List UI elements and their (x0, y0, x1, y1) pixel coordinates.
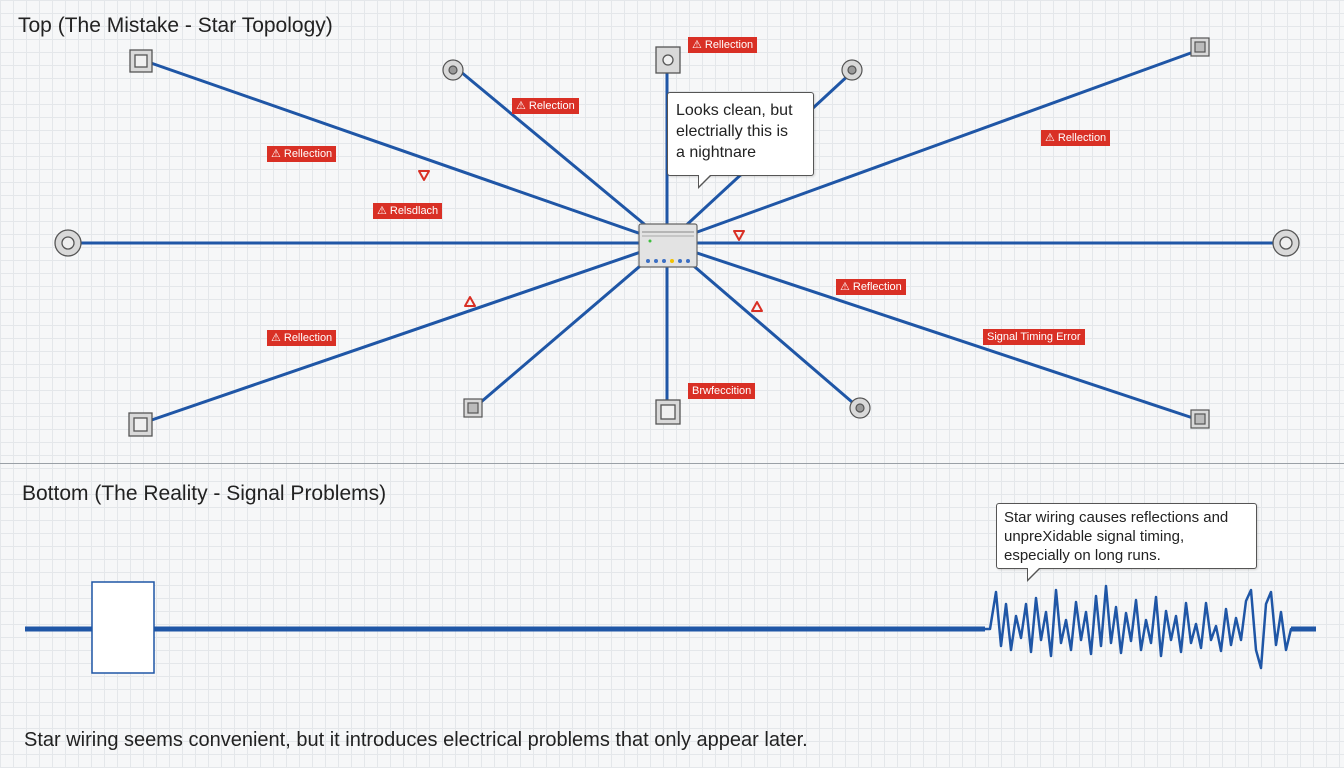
callout-pointer (698, 174, 712, 189)
warning-marker-icon (418, 170, 430, 181)
warning-triangle-icon: ⚠ (271, 332, 281, 344)
warning-marker-icon (751, 301, 763, 312)
signal-timing-error-label: Signal Timing Error (983, 329, 1085, 345)
speaker-icon (54, 229, 82, 257)
signal-trace (25, 581, 1316, 674)
chip-icon (463, 398, 483, 418)
callout-line: electrially this is (676, 123, 789, 140)
warning-label: Brwfeccition (688, 383, 756, 399)
motor-icon (841, 59, 863, 81)
warning-label: ⚠Rellection (267, 330, 337, 346)
callout-line: Looks clean, but (676, 102, 793, 119)
warning-triangle-icon: ⚠ (377, 205, 387, 217)
wire-to-bottom-motor (665, 241, 861, 410)
speaker-icon (1272, 229, 1300, 257)
bottom-section-heading: Bottom (The Reality - Signal Problems) (22, 482, 387, 505)
relay-box-icon (655, 399, 681, 425)
network-switch-icon (638, 223, 698, 268)
noisy-signal-waveform (985, 584, 1316, 670)
chip-icon (1190, 409, 1210, 429)
warning-triangle-icon: ⚠ (1045, 132, 1055, 144)
warning-marker-icons (418, 170, 763, 312)
warning-label: ⚠Reflection (836, 279, 906, 295)
footer-caption: Star wiring seems convenient, but it int… (24, 729, 808, 751)
bottom-callout: Star wiring causes reflections and unpre… (996, 503, 1257, 582)
section-divider (0, 463, 1344, 464)
warning-label: ⚠Rellection (688, 37, 758, 53)
warning-triangle-icon: ⚠ (516, 100, 526, 112)
top-callout: Looks clean, but electrially this is a n… (667, 92, 814, 189)
warning-triangle-icon: ⚠ (840, 281, 850, 293)
warning-label: ⚠Rellection (1041, 130, 1111, 146)
wire-to-top-motor-left (459, 70, 669, 245)
callout-pointer (1027, 567, 1041, 582)
callout-line: Star wiring causes reflections and (1004, 509, 1229, 526)
wire-to-top-left-relay (146, 60, 669, 245)
signal-pulse-box (91, 581, 155, 674)
motor-icon (442, 59, 464, 81)
callout-line: unpreXidable signal timing, (1004, 528, 1185, 545)
warning-label: ⚠Rellection (267, 146, 337, 162)
warning-label: ⚠Relection (512, 98, 579, 114)
wire-to-top-right-chip (665, 48, 1201, 245)
warning-triangle-icon: ⚠ (271, 148, 281, 160)
motor-icon (849, 397, 871, 419)
warning-triangle-icon: ⚠ (692, 39, 702, 51)
warning-marker-icon (464, 296, 476, 307)
callout-line: especially on long runs. (1004, 547, 1161, 564)
wire-to-bottom-right-chip (665, 241, 1201, 422)
wire-to-bottom-left-relay (138, 241, 669, 426)
top-section-heading: Top (The Mistake - Star Topology) (18, 14, 333, 37)
callout-line: a nightnare (676, 144, 757, 161)
wire-to-bottom-chip-left (472, 241, 669, 410)
warning-label: ⚠Relsdlach (373, 203, 443, 219)
relay-box-icon (129, 49, 153, 73)
chip-icon (1190, 37, 1210, 57)
warning-marker-icon (733, 230, 745, 241)
relay-box-icon (128, 412, 153, 437)
relay-box-icon (655, 46, 681, 74)
